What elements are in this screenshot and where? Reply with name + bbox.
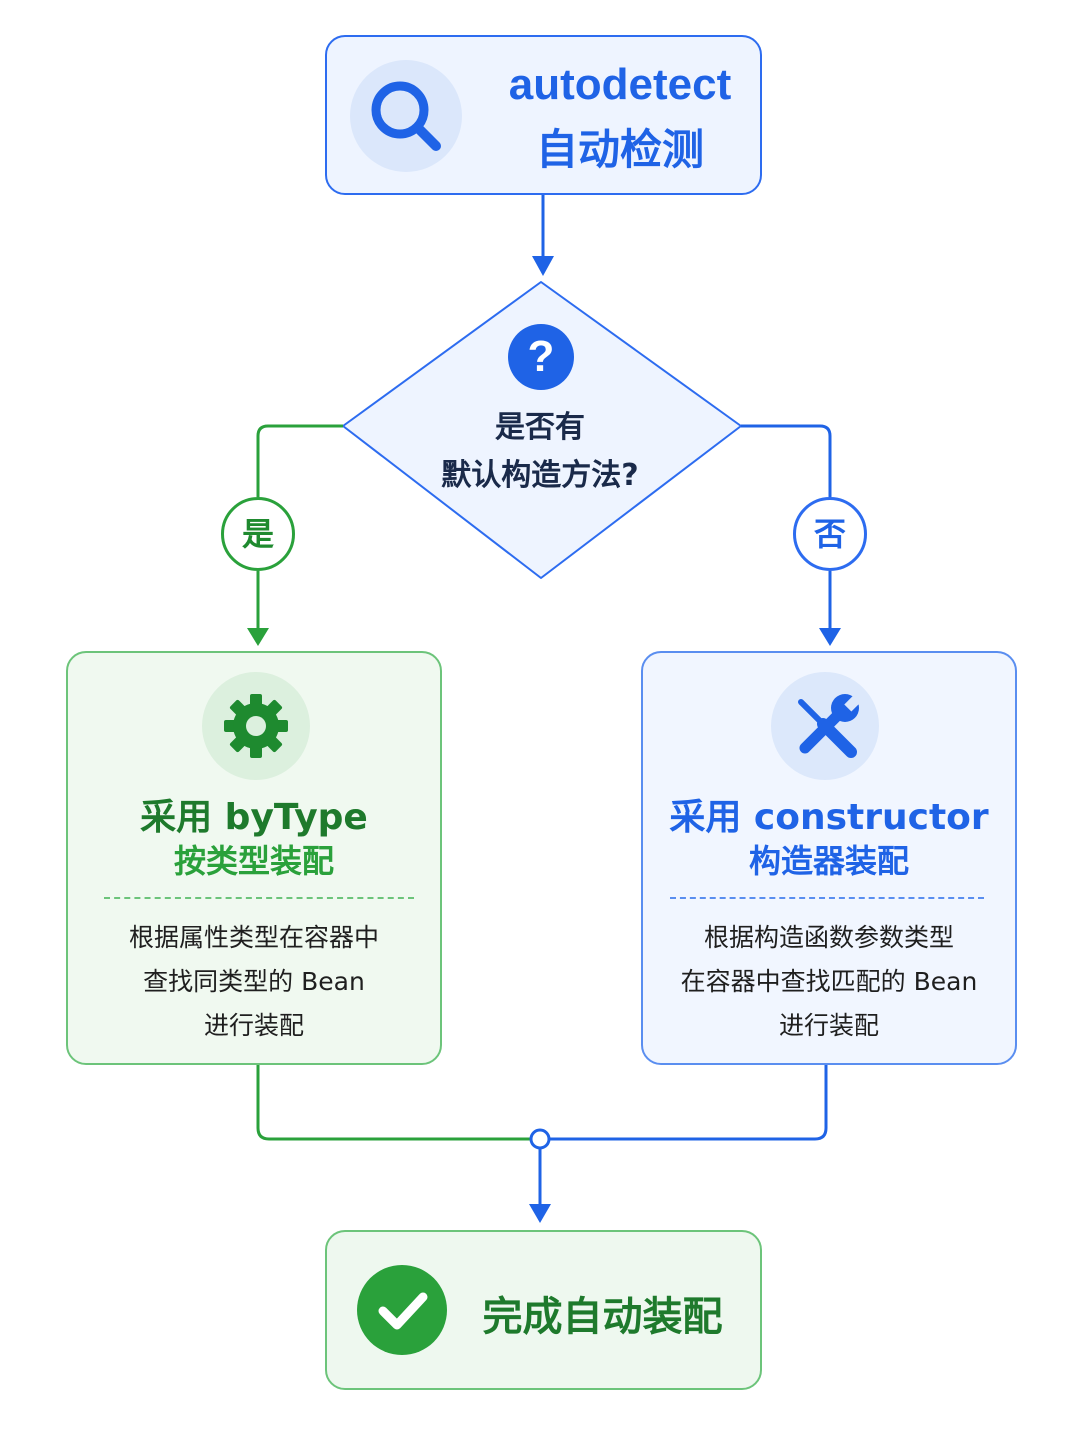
- merge-line-right: [550, 1065, 828, 1141]
- end-label: 完成自动装配: [482, 1294, 723, 1340]
- bytype-desc-line-3: 进行装配: [203, 1011, 304, 1040]
- decision-diamond: [342, 281, 742, 579]
- bytype-divider: [104, 897, 414, 899]
- tools-icon: [771, 672, 879, 780]
- constructor-title: 采用 constructor: [669, 797, 989, 838]
- constructor-desc-line-1: 根据构造函数参数类型: [703, 923, 954, 952]
- start-title-cn: 自动检测: [535, 125, 704, 174]
- decision-line-2: 默认构造方法?: [441, 458, 639, 493]
- no-branch-line: [741, 424, 832, 497]
- constructor-desc-line-3: 进行装配: [778, 1011, 879, 1040]
- search-icon: [350, 60, 462, 172]
- start-title-en: autodetect: [508, 60, 732, 109]
- bytype-title: 采用 byType: [140, 797, 368, 838]
- constructor-subtitle: 构造器装配: [748, 842, 909, 880]
- arrowhead-end: [529, 1204, 551, 1223]
- arrowhead-right-card: [819, 628, 841, 646]
- bytype-desc-line-2: 查找同类型的 Bean: [143, 967, 365, 996]
- merge-node: [529, 1128, 551, 1150]
- merge-line-left: [256, 1065, 530, 1141]
- no-badge: 否: [793, 497, 867, 571]
- arrowhead-left-card: [247, 628, 269, 646]
- gear-icon: [202, 672, 310, 780]
- arrowhead-decision: [532, 256, 554, 276]
- question-icon: ?: [508, 324, 574, 390]
- bytype-subtitle: 按类型装配: [173, 842, 334, 880]
- constructor-desc-line-2: 在容器中查找匹配的 Bean: [680, 967, 978, 996]
- yes-badge: 是: [221, 497, 295, 571]
- check-icon: [357, 1265, 447, 1355]
- bytype-desc-line-1: 根据属性类型在容器中: [128, 923, 379, 952]
- decision-line-1: 是否有: [495, 410, 585, 445]
- yes-branch-line: [256, 424, 343, 497]
- constructor-divider: [670, 897, 984, 899]
